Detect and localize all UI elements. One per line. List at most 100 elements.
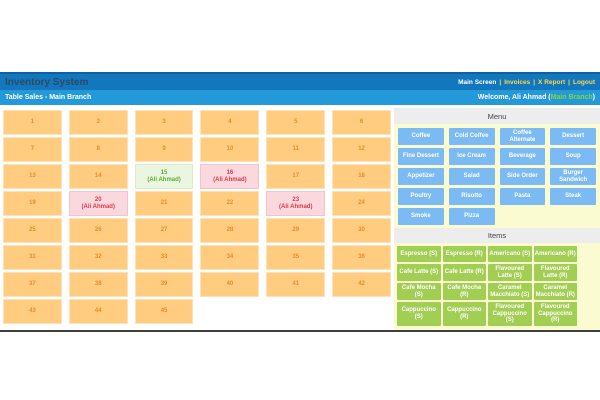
menu-category-button[interactable]: Beverage [499, 148, 546, 165]
table-button[interactable]: 15 (Ali Ahmad) [134, 164, 194, 189]
item-button[interactable]: Americano (S) [488, 246, 532, 262]
table-button[interactable]: 5 [266, 110, 326, 135]
table-button[interactable]: 9 [134, 137, 194, 162]
table-button[interactable]: 10 [200, 137, 260, 162]
item-button[interactable]: Caramel Macchiato (R) [533, 283, 577, 300]
items-panel-header: Items [394, 228, 600, 243]
table-button[interactable]: 42 [332, 272, 391, 297]
menu-category-button[interactable]: Coffee Alternate [499, 128, 546, 145]
table-button[interactable]: 1 [3, 110, 62, 135]
table-button[interactable]: 17 [266, 164, 326, 189]
table-number: 17 [292, 173, 300, 179]
table-number: 16 [226, 169, 234, 176]
table-button[interactable]: 14 [68, 164, 128, 189]
item-button[interactable]: Cafe Mocha (R) [442, 283, 486, 300]
nav-logout[interactable]: Logout [572, 78, 595, 86]
menu-category-button[interactable]: Appetizer [398, 168, 444, 185]
menu-category-button[interactable]: Pasta [499, 188, 546, 205]
menu-category-button[interactable]: Salad [448, 168, 495, 185]
menu-category-button[interactable]: Steak [550, 188, 596, 205]
item-button[interactable]: Caramel Macchiato (S) [488, 283, 532, 300]
table-button[interactable]: 2 [68, 110, 128, 135]
table-button[interactable]: 8 [68, 137, 128, 162]
table-button[interactable]: 27 [134, 218, 194, 243]
table-button[interactable]: 30 [332, 218, 391, 243]
table-button[interactable]: 7 [3, 137, 62, 162]
table-button[interactable]: 16 (Ali Ahmad) [200, 164, 260, 189]
table-button[interactable]: 26 [68, 218, 128, 243]
menu-category-button[interactable]: Fine Dessert [398, 148, 444, 165]
table-button[interactable]: 35 [266, 245, 326, 270]
menu-category-button[interactable]: Poultry [398, 188, 444, 205]
table-button[interactable]: 24 [332, 191, 391, 216]
table-button[interactable]: 37 [3, 272, 62, 297]
item-button[interactable]: Flavoured Latte (S) [488, 264, 532, 281]
table-button[interactable]: 29 [266, 218, 326, 243]
table-number: 3 [162, 119, 166, 125]
menu-category-label: Dessert [562, 133, 585, 140]
item-button[interactable]: Flavoured Latte (R) [533, 264, 577, 281]
table-button[interactable]: 33 [134, 245, 194, 270]
table-button[interactable]: 20 (Ali Ahmad) [68, 191, 128, 216]
table-number: 43 [29, 308, 36, 314]
menu-category-button[interactable]: Soup [550, 148, 596, 165]
table-button[interactable]: 25 [3, 218, 62, 243]
item-button[interactable]: Cafe Latte (R) [442, 264, 486, 281]
item-button[interactable]: Flavoured Cappuccino (S) [488, 302, 532, 326]
table-number: 13 [29, 173, 36, 179]
table-button[interactable]: 31 [3, 245, 62, 270]
table-button[interactable]: 11 [266, 137, 326, 162]
table-button[interactable]: 43 [3, 299, 62, 324]
item-button[interactable]: Espresso (S) [397, 246, 441, 262]
table-button[interactable]: 34 [200, 245, 260, 270]
table-button[interactable]: 32 [68, 245, 128, 270]
table-button[interactable]: 40 [200, 272, 260, 297]
table-button[interactable]: 23 (Ali Ahmad) [266, 191, 326, 216]
table-button[interactable]: 39 [134, 272, 194, 297]
menu-category-button[interactable]: Side Order [499, 168, 546, 185]
item-button[interactable]: Cafe Latte (S) [397, 264, 441, 281]
table-number: 40 [226, 281, 234, 287]
table-button[interactable]: 22 [200, 191, 260, 216]
nav-invoices[interactable]: Invoices [504, 78, 531, 86]
item-button[interactable]: Cafe Mocha (S) [397, 283, 441, 300]
table-button[interactable]: 38 [68, 272, 128, 297]
table-number: 1 [30, 119, 35, 125]
table-button[interactable]: 28 [200, 218, 260, 243]
table-button[interactable]: 45 [134, 299, 194, 324]
menu-category-button[interactable]: Cold Coffee [448, 128, 495, 145]
table-number: 26 [94, 227, 102, 233]
menu-category-button[interactable]: Risotto [448, 188, 495, 205]
table-button[interactable]: 36 [332, 245, 391, 270]
table-number: 35 [292, 254, 300, 260]
menu-category-label: Appetizer [407, 173, 435, 180]
table-occupant: (Ali Ahmad) [213, 176, 247, 183]
menu-category-button[interactable]: Pizza [448, 208, 495, 225]
menu-category-button[interactable]: Ice Cream [448, 148, 495, 165]
table-number: 27 [160, 227, 168, 233]
nav-main-screen[interactable]: Main Screen [458, 78, 497, 86]
table-button[interactable]: 6 [332, 110, 391, 135]
item-grid: Espresso (S) Espresso (R) Americano (S) … [394, 243, 600, 330]
item-button[interactable]: Flavoured Cappuccino (R) [533, 302, 577, 326]
item-button[interactable]: Espresso (R) [442, 246, 486, 262]
nav-x-report[interactable]: X Report [538, 78, 566, 86]
table-button[interactable]: 13 [3, 164, 62, 189]
table-button[interactable]: 21 [134, 191, 194, 216]
item-button[interactable]: Americano (R) [533, 246, 577, 262]
menu-category-button[interactable]: Burger Sandwich [550, 168, 596, 185]
table-button[interactable]: 4 [200, 110, 260, 135]
menu-category-button[interactable]: Dessert [550, 128, 596, 145]
table-button[interactable]: 18 [332, 164, 391, 189]
table-button[interactable]: 41 [266, 272, 326, 297]
menu-category-label: Coffee Alternate [509, 130, 536, 143]
menu-category-button[interactable]: Coffee [398, 128, 444, 145]
item-button[interactable]: Cappuccino (S) [397, 302, 441, 326]
table-button[interactable]: 19 [3, 191, 62, 216]
table-button[interactable]: 12 [332, 137, 391, 162]
table-button[interactable]: 44 [68, 299, 128, 324]
item-button[interactable]: Cappuccino (R) [442, 302, 486, 326]
menu-category-button[interactable]: Smoke [398, 208, 444, 225]
item-label: Flavoured Latte (R) [540, 266, 570, 279]
table-button[interactable]: 3 [134, 110, 194, 135]
